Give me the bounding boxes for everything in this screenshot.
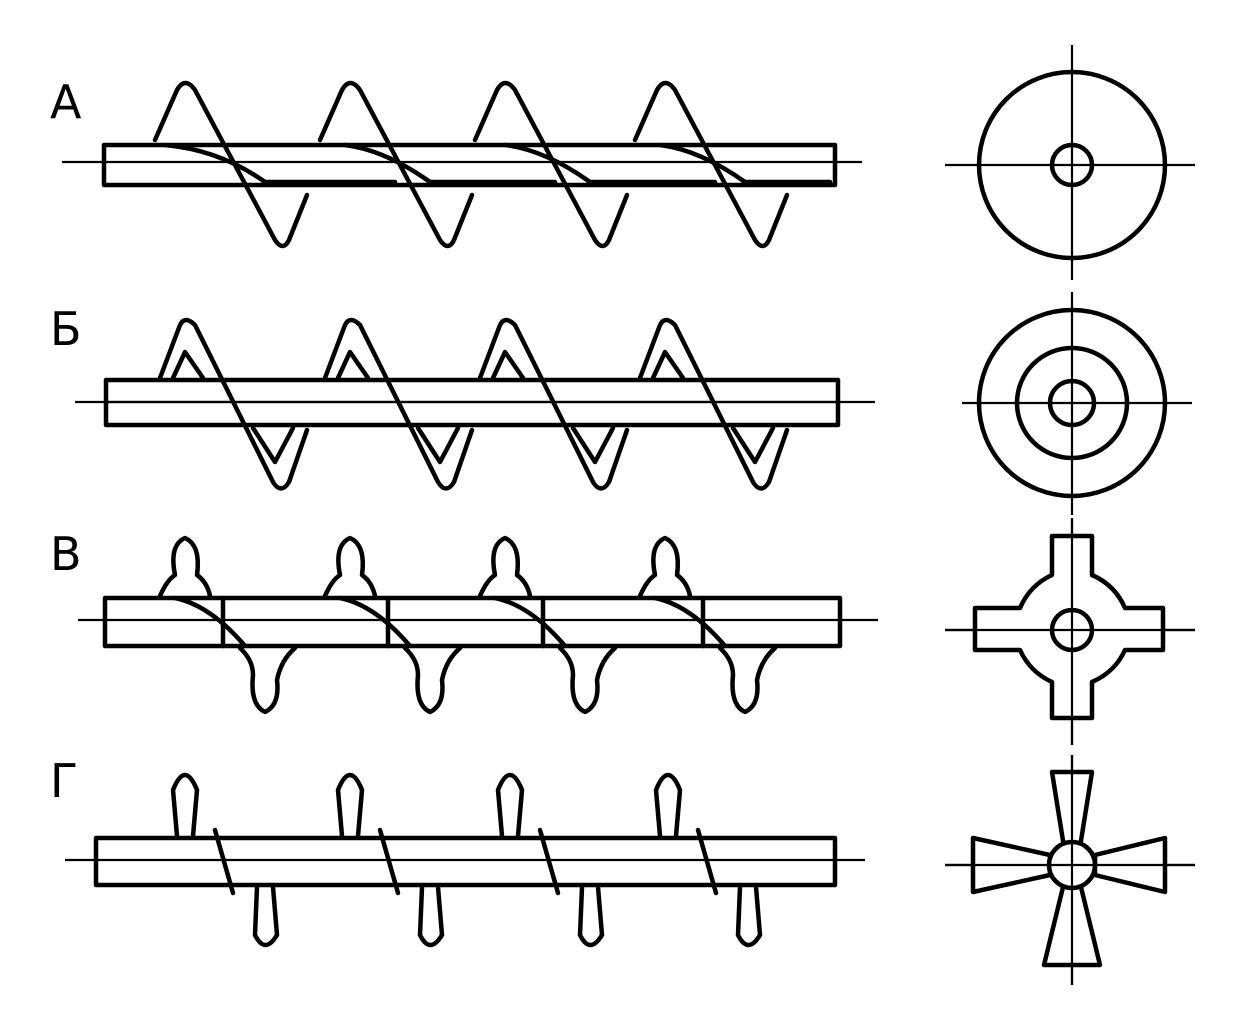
flight-blade [322,317,475,491]
flight-rib [170,349,296,465]
flight-segment-bottom [557,645,618,715]
flight-blade [637,317,790,491]
row-label-g: Г [50,754,78,808]
flight-rib [650,349,776,465]
auger-end-view-a [945,45,1195,280]
flight-blade [317,80,475,249]
flight-rib [335,349,461,465]
flight-segment-top [322,535,378,599]
flight-segment-top [477,535,533,599]
flight-segment-top [637,535,693,599]
helix-mark [212,827,236,896]
helix-trace [172,595,248,649]
helix-mark [377,827,401,896]
helix-trace [652,595,728,649]
row-label-b: Б [50,302,82,356]
row-label-v: В [50,527,82,581]
auger-end-view-g [945,755,1195,985]
flight-segment-bottom [237,645,298,715]
auger-side-view-v [78,535,878,715]
helix-trace [492,595,568,649]
paddle-top [335,772,365,839]
row-label-a: А [50,75,82,129]
paddle-top [495,772,525,839]
flight-rib [490,349,616,465]
auger-side-view-b [75,317,875,491]
flight-segment-bottom [717,645,778,715]
paddle-top [170,772,200,839]
flight-segment-top [157,535,213,599]
paddle-bottom [417,884,445,948]
helix-mark [695,827,719,896]
flight-blade [472,80,630,249]
auger-side-view-a [62,80,862,249]
paddle-bottom [577,884,605,948]
paddle-bottom [252,884,280,948]
flight-blade [477,317,630,491]
paddle-bottom [735,884,763,948]
flight-blade [632,80,790,249]
helix-trace [337,595,413,649]
flight-segment-bottom [402,645,463,715]
auger-end-view-v [945,518,1195,745]
flight-blade [157,317,310,491]
paddle-top [653,772,683,839]
helix-mark [537,827,561,896]
auger-side-view-g [65,772,865,948]
auger-end-view-b [962,292,1192,515]
